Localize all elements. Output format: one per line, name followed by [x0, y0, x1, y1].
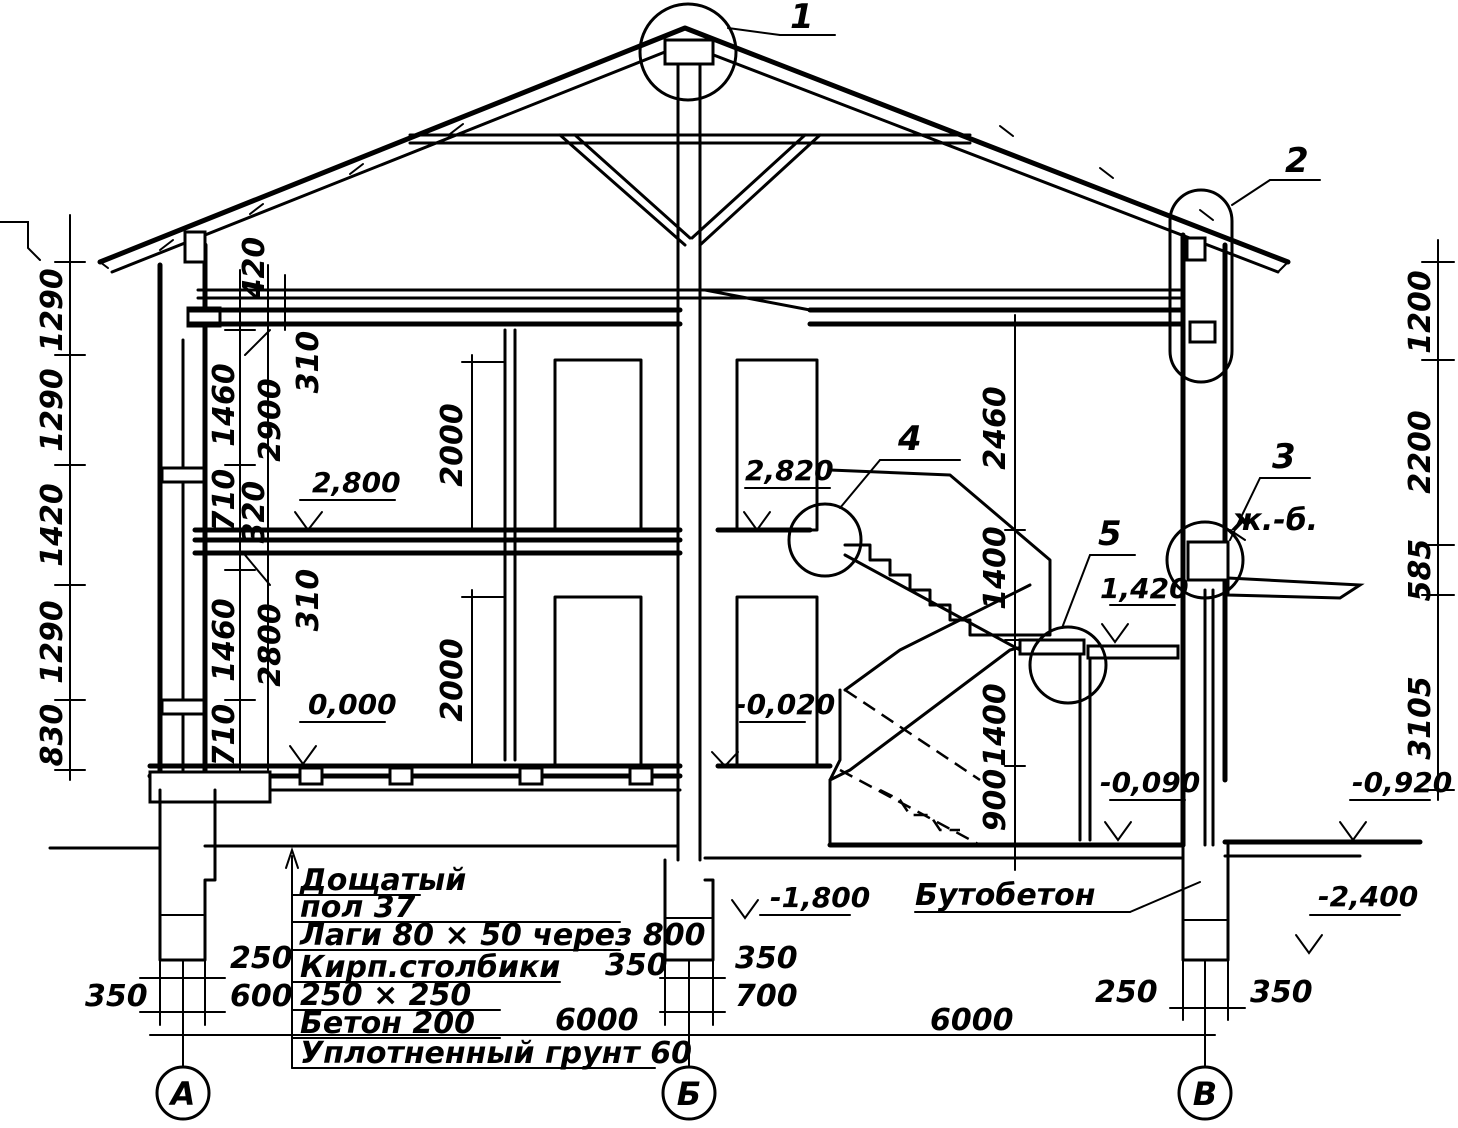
dim-right-1200: 1200: [1403, 270, 1438, 354]
callouts: 1 2 3 4 5: [638, 0, 1321, 705]
dim-right-2200: 2200: [1403, 410, 1438, 494]
dim-bottom-700: 700: [735, 979, 798, 1014]
left-dimension-chains: 1290 1290 1420 1290 830 1460 710 1460 71…: [0, 214, 326, 781]
doors: [553, 358, 819, 768]
spec-line-4: Кирп.столбики: [300, 950, 560, 985]
callout-4: 4: [897, 419, 922, 459]
dim-stair-1400-lower: 1400: [978, 683, 1013, 767]
level-minus-0020: -0,020: [735, 688, 835, 721]
dim-left-1290-b: 1290: [35, 368, 70, 452]
level-minus-1800: -1,800: [770, 881, 870, 914]
spec-line-2: пол 37: [300, 890, 416, 925]
dim-bottom-250-v: 250: [1095, 975, 1158, 1010]
axis-markers: А Б В: [155, 1034, 1233, 1121]
dim-bottom-350-b: 350: [735, 941, 798, 976]
walls: [157, 230, 1230, 848]
callout-1: 1: [790, 0, 814, 37]
level-0000: 0,000: [308, 688, 397, 721]
dim-2900: 2900: [253, 378, 288, 462]
dim-stair-900: 900: [978, 769, 1013, 832]
dim-2800: 2800: [253, 603, 288, 687]
level-minus-2400: -2,400: [1318, 880, 1418, 913]
dim-420: 420: [237, 237, 272, 301]
dim-span-6000-left: 6000: [555, 1003, 639, 1038]
right-dimension-chain: 1200 2200 585 3105: [1403, 239, 1455, 801]
bottom-dimensions: 250 600 350 6000 350 350 700 6000 250 35…: [85, 941, 1313, 1061]
floor-spec-note: Дощатый пол 37 Лаги 80 × 50 через 800 Ки…: [285, 846, 706, 1071]
dim-right-585: 585: [1403, 539, 1438, 602]
dim-310-lower: 310: [291, 569, 326, 632]
axis-a: А: [168, 1075, 196, 1113]
level-2820: 2,820: [745, 454, 834, 487]
dim-bottom-350-b-left: 350: [605, 948, 668, 983]
callout-2: 2: [1285, 141, 1309, 181]
dim-span-6000-right: 6000: [930, 1003, 1014, 1038]
dim-320: 320: [237, 481, 272, 544]
dim-right-3105: 3105: [1403, 676, 1438, 760]
callout-3: 3: [1272, 437, 1296, 477]
dim-710-upper: 710: [207, 469, 242, 532]
label-rubble-concrete: Бутобетон: [915, 878, 1095, 913]
level-minus-0090: -0,090: [1100, 766, 1200, 799]
stairs: [828, 468, 1180, 847]
dim-left-830: 830: [35, 704, 70, 767]
roof: [97, 25, 1291, 862]
dim-left-1420: 1420: [35, 483, 70, 567]
spec-line-7: Уплотненный грунт 60: [300, 1036, 692, 1071]
material-labels: ж.-б. Бутобетон: [914, 503, 1318, 913]
dim-1460-lower: 1460: [207, 598, 242, 682]
floors: [48, 288, 1423, 962]
dim-1460-upper: 1460: [207, 363, 242, 447]
label-reinforced-concrete: ж.-б.: [1230, 503, 1318, 538]
axis-b: Б: [677, 1075, 701, 1113]
dim-door-2000-lower: 2000: [435, 638, 470, 722]
callout-5: 5: [1098, 514, 1122, 554]
dim-bottom-250-a: 250: [230, 941, 293, 976]
dim-310-upper: 310: [291, 331, 326, 394]
dim-bottom-350-v: 350: [1250, 975, 1313, 1010]
spec-line-3: Лаги 80 × 50 через 800: [299, 918, 706, 953]
dim-left-1290-c: 1290: [35, 600, 70, 684]
axis-v: В: [1193, 1075, 1217, 1113]
dim-left-1290-a: 1290: [35, 268, 70, 352]
dim-stair-2460: 2460: [978, 386, 1013, 470]
dim-710-lower: 710: [207, 704, 242, 767]
level-minus-0920: -0,920: [1352, 766, 1452, 799]
dim-door-2000-upper: 2000: [435, 403, 470, 487]
spec-line-1: Дощатый: [299, 863, 466, 898]
dim-bottom-600: 600: [230, 979, 293, 1014]
dim-bottom-350-a: 350: [85, 979, 148, 1014]
spec-line-5: 250 × 250: [300, 978, 471, 1013]
level-2800: 2,800: [312, 466, 401, 499]
level-1420: 1,420: [1100, 572, 1189, 605]
dim-stair-1400-upper: 1400: [978, 526, 1013, 610]
door-stair-dimensions: 2000 2000 2460 1400 1400 900: [435, 314, 1026, 871]
level-marks: 2,800 2,820 0,000 -0,020 1,420 -0,090 -0…: [289, 454, 1452, 955]
